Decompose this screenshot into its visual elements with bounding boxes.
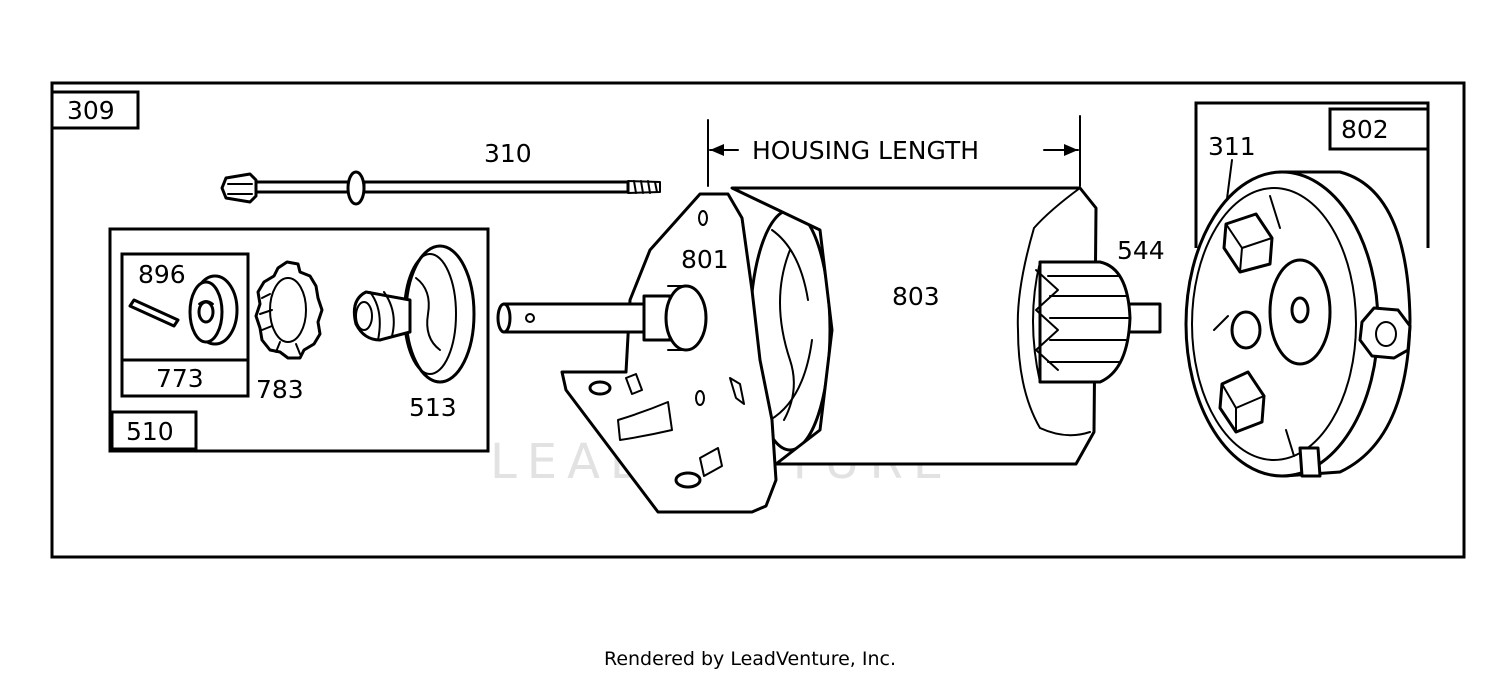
part-802-end-cap	[1184, 170, 1412, 478]
callout-803: 803	[892, 282, 940, 311]
callout-544: 544	[1117, 236, 1165, 265]
callout-773: 773	[156, 364, 204, 393]
group-box-510: 510	[108, 227, 490, 453]
callout-309: 309	[67, 96, 115, 125]
group-box-802: 802 311	[1194, 101, 1430, 248]
housing-length-label: HOUSING LENGTH	[752, 136, 979, 165]
callout-896: 896	[138, 260, 186, 289]
part-310-through-bolt: 310	[220, 139, 661, 206]
part-803-housing: 803	[730, 186, 1098, 466]
callout-311: 311	[1208, 132, 1256, 161]
callout-801: 801	[681, 245, 729, 274]
part-783-gear: 783	[254, 260, 324, 404]
group-box-773: 773 896	[120, 252, 250, 398]
callout-box-309: 309	[50, 90, 140, 130]
part-513-drive: 513	[352, 244, 476, 422]
callout-510: 510	[126, 417, 174, 446]
footer-credit: Rendered by LeadVenture, Inc.	[603, 648, 897, 670]
callout-310: 310	[484, 139, 532, 168]
callout-513: 513	[409, 393, 457, 422]
part-801-drive-end-cap: 801	[496, 192, 832, 514]
callout-802: 802	[1341, 115, 1389, 144]
housing-length-dimension: HOUSING LENGTH	[707, 115, 1081, 187]
part-544-armature: 544	[1032, 236, 1165, 384]
outer-frame	[50, 81, 1466, 559]
callout-783: 783	[256, 375, 304, 404]
